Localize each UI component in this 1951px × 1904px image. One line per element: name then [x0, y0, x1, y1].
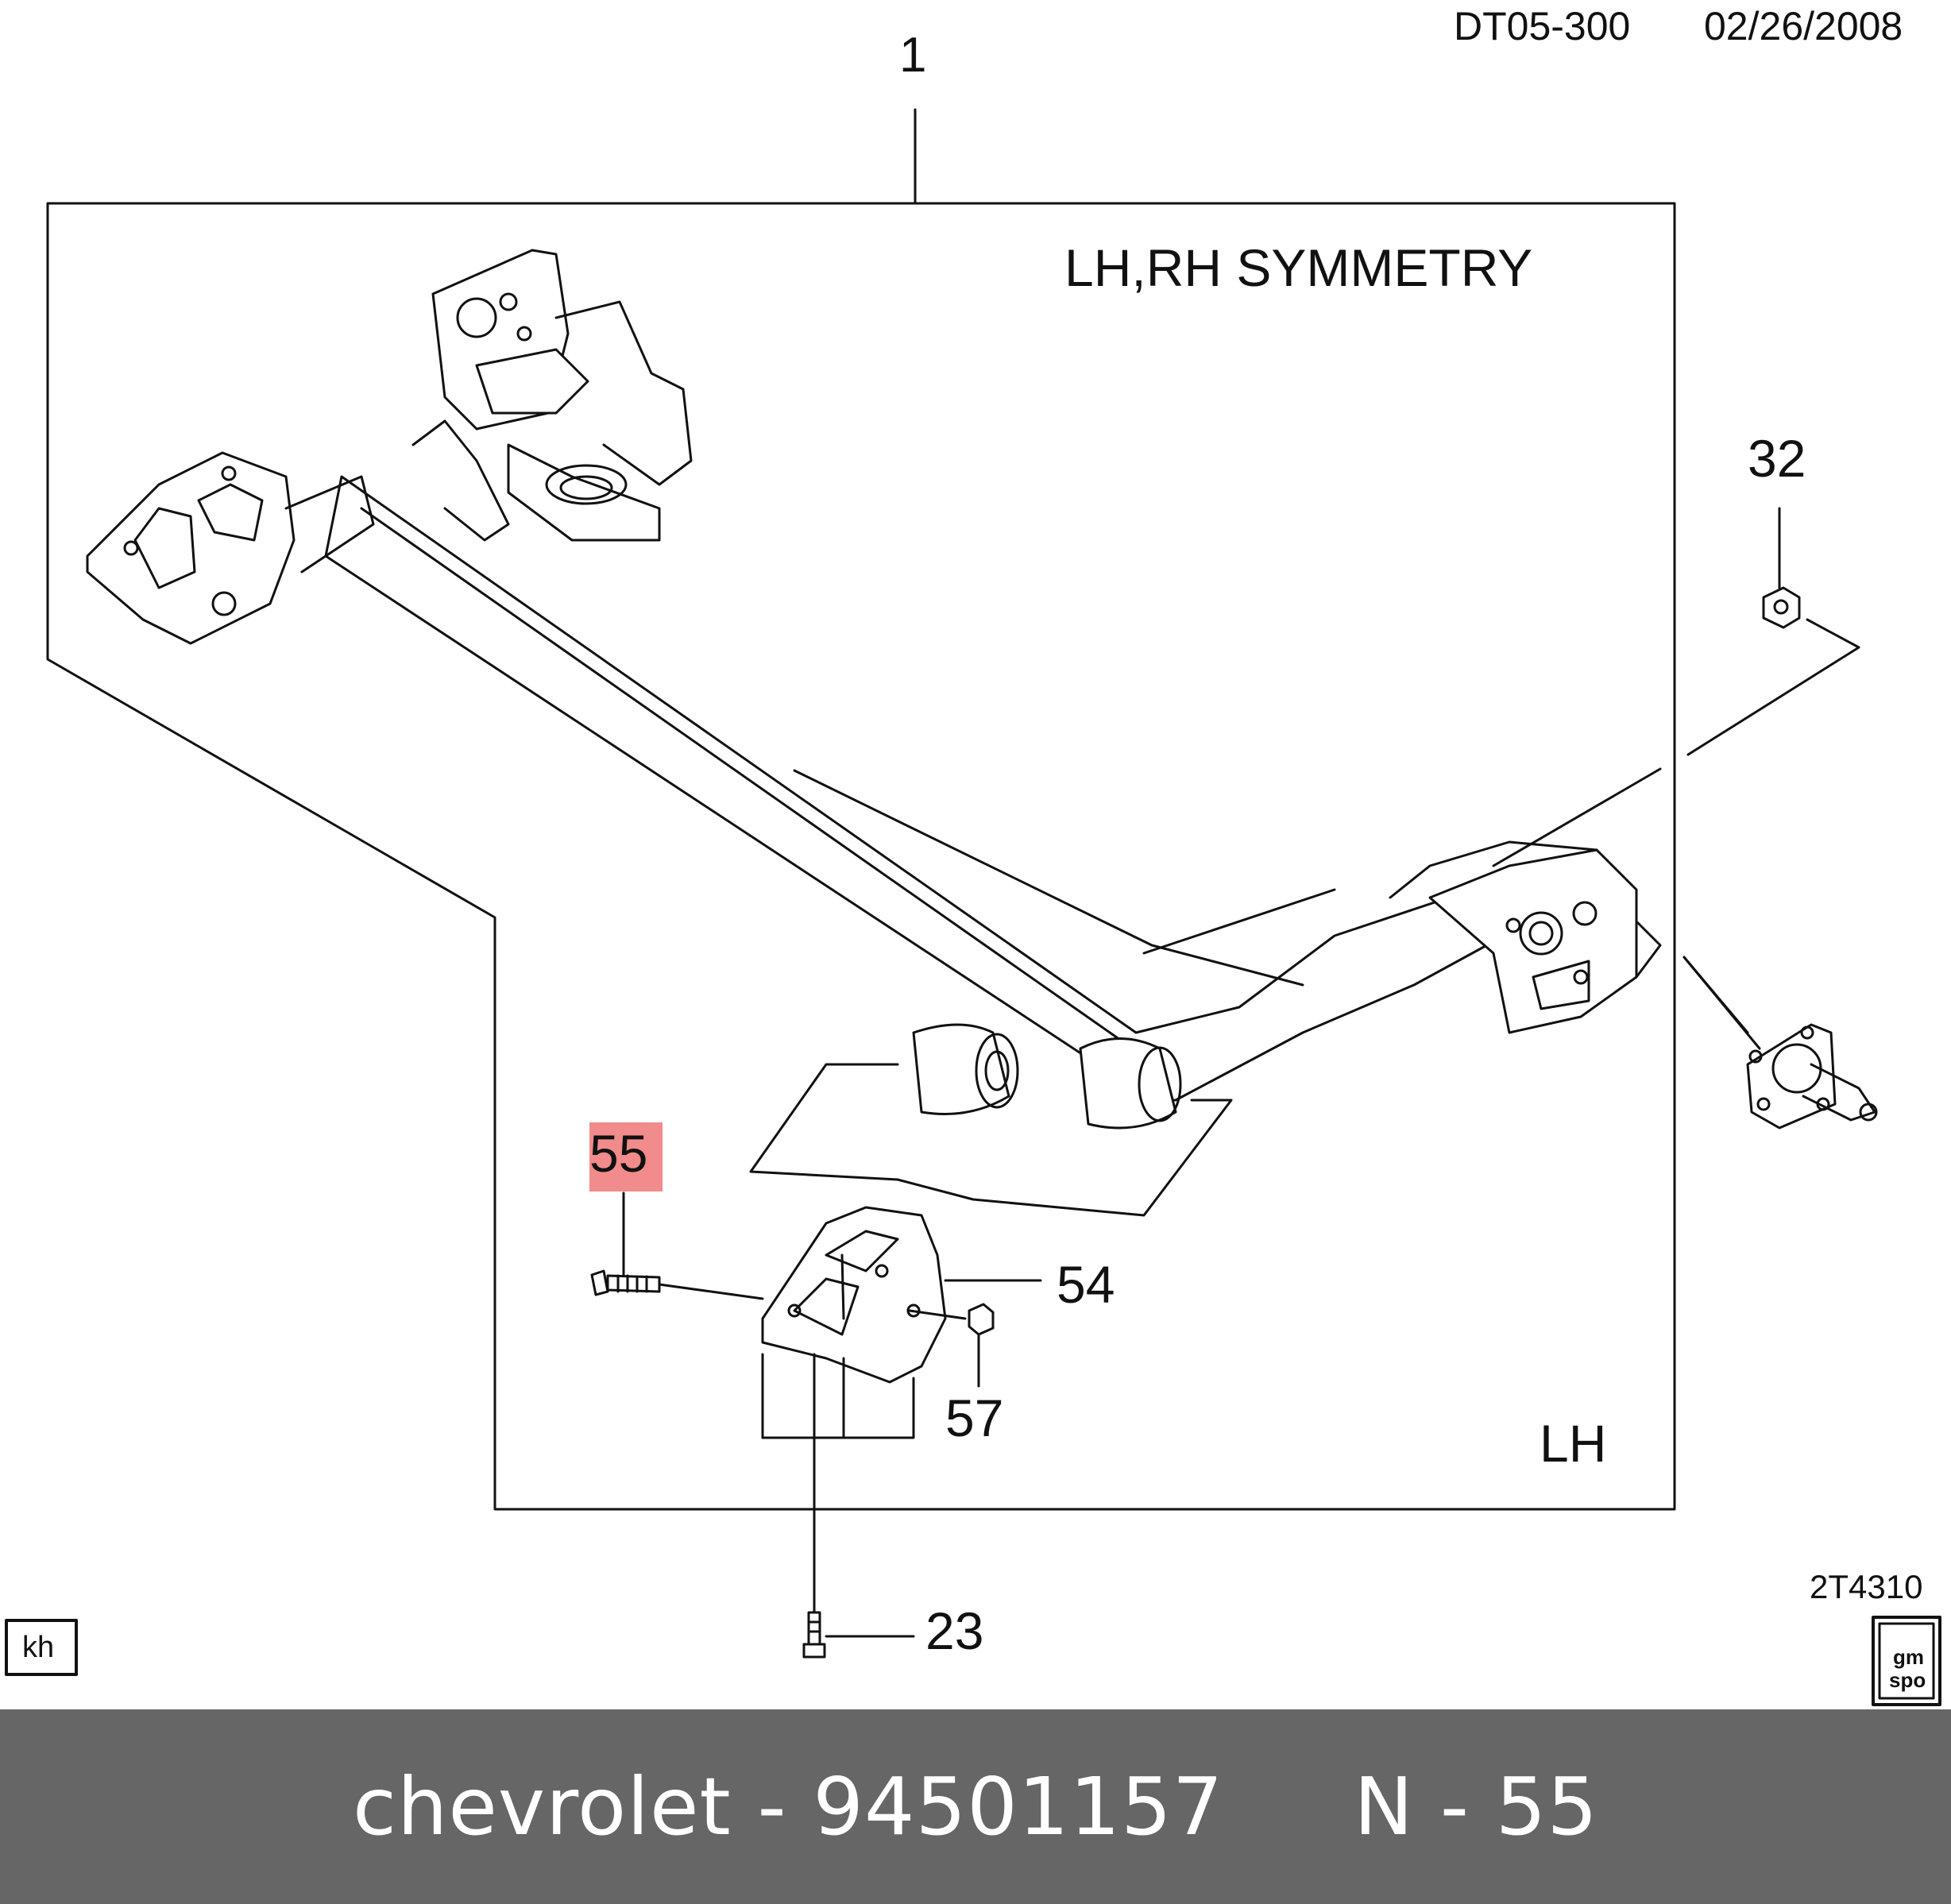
figure-code: 2T4310 — [1810, 1568, 1922, 1605]
leader-32-lower — [1492, 767, 1662, 867]
side-note: LH — [1540, 1414, 1606, 1473]
header-date: 02/26/2008 — [1704, 4, 1903, 48]
callout-55: 55 — [589, 1124, 647, 1183]
right-mount-assembly — [1389, 840, 1662, 1034]
footer-bar: chevrolet - 94501157 N - 55 — [0, 1709, 1951, 1904]
corner-box — [5, 1619, 78, 1676]
callout-57: 57 — [945, 1388, 1003, 1447]
bolt-55 — [590, 1269, 661, 1296]
mount-bracket-54 — [761, 1206, 947, 1384]
nut-32 — [1762, 586, 1801, 629]
callout-55-highlight — [589, 1122, 663, 1191]
left-upper-bracket — [411, 249, 693, 542]
logo-text-top: gm — [1893, 1645, 1924, 1669]
callout-23: 23 — [925, 1601, 983, 1660]
footer-part-text: chevrolet - 94501157 N - 55 — [353, 1760, 1598, 1853]
axle-beam — [324, 475, 1539, 1102]
hub-spindle — [1682, 956, 1878, 1130]
corner-box-label: kh — [22, 1631, 54, 1664]
bolt-55-axis — [658, 1283, 764, 1300]
parts-diagram: DT05-300 02/26/2008 1 LH,RH SYMMETRY 32 … — [5, 4, 1941, 1706]
frame-note: LH,RH SYMMETRY — [1064, 238, 1532, 297]
callout-32: 32 — [1748, 429, 1806, 488]
frame-outline — [46, 202, 1676, 1511]
callout-1: 1 — [899, 28, 926, 83]
bolt-57-axis — [908, 1309, 967, 1320]
leader-32-bracket — [1686, 618, 1860, 756]
bushing-bracket-right — [896, 1099, 1233, 1217]
left-mount-assembly — [86, 451, 375, 645]
bolt-23 — [802, 1611, 826, 1659]
bushing-bracket — [749, 1063, 899, 1181]
leader-23-bracket — [761, 1353, 915, 1439]
nut-57 — [968, 1303, 995, 1336]
bushings — [912, 1023, 1182, 1130]
header-code: DT05-300 — [1454, 4, 1630, 48]
logo-text-bottom: spo — [1889, 1668, 1926, 1692]
gmspo-logo — [1872, 1616, 1941, 1706]
callout-54: 54 — [1057, 1255, 1115, 1314]
